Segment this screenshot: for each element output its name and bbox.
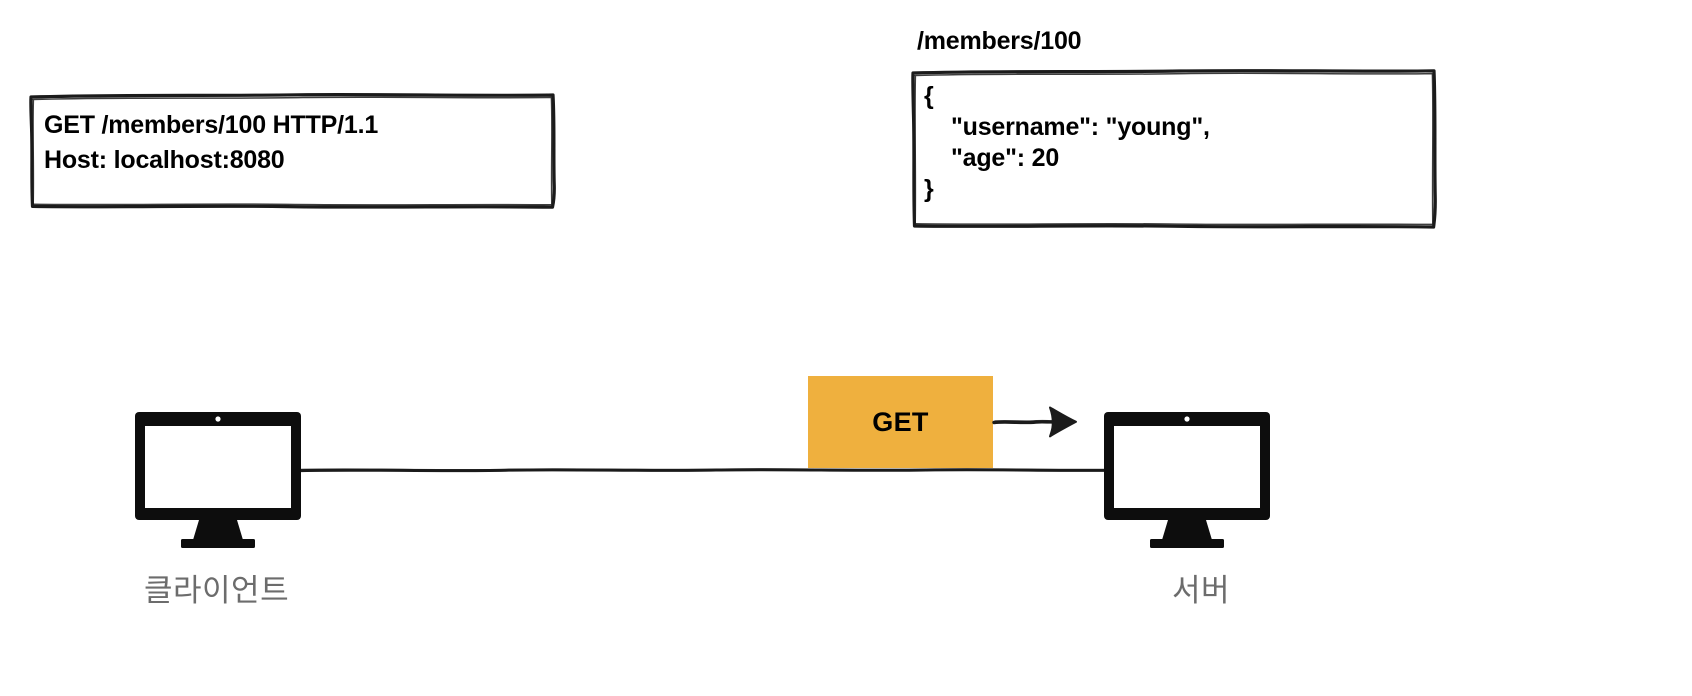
- get-method-badge[interactable]: GET: [808, 376, 993, 468]
- client-label: 클라이언트: [144, 573, 290, 608]
- server-monitor-icon: [1104, 412, 1270, 548]
- client-monitor-icon: [135, 412, 301, 548]
- request-arrow-icon: [992, 406, 1077, 438]
- server-label: 서버: [1172, 573, 1231, 608]
- client-server-connector: [296, 468, 1116, 473]
- request-box-text: GET /members/100 HTTP/1.1 Host: localhos…: [44, 111, 379, 174]
- response-caption: /members/100: [917, 27, 1082, 55]
- http-request-box: GET /members/100 HTTP/1.1 Host: localhos…: [28, 92, 556, 210]
- get-badge-label: GET: [872, 406, 929, 437]
- response-box-text: { "username": "young", "age": 20 }: [924, 82, 1210, 203]
- http-response-box: { "username": "young", "age": 20 }: [910, 68, 1437, 230]
